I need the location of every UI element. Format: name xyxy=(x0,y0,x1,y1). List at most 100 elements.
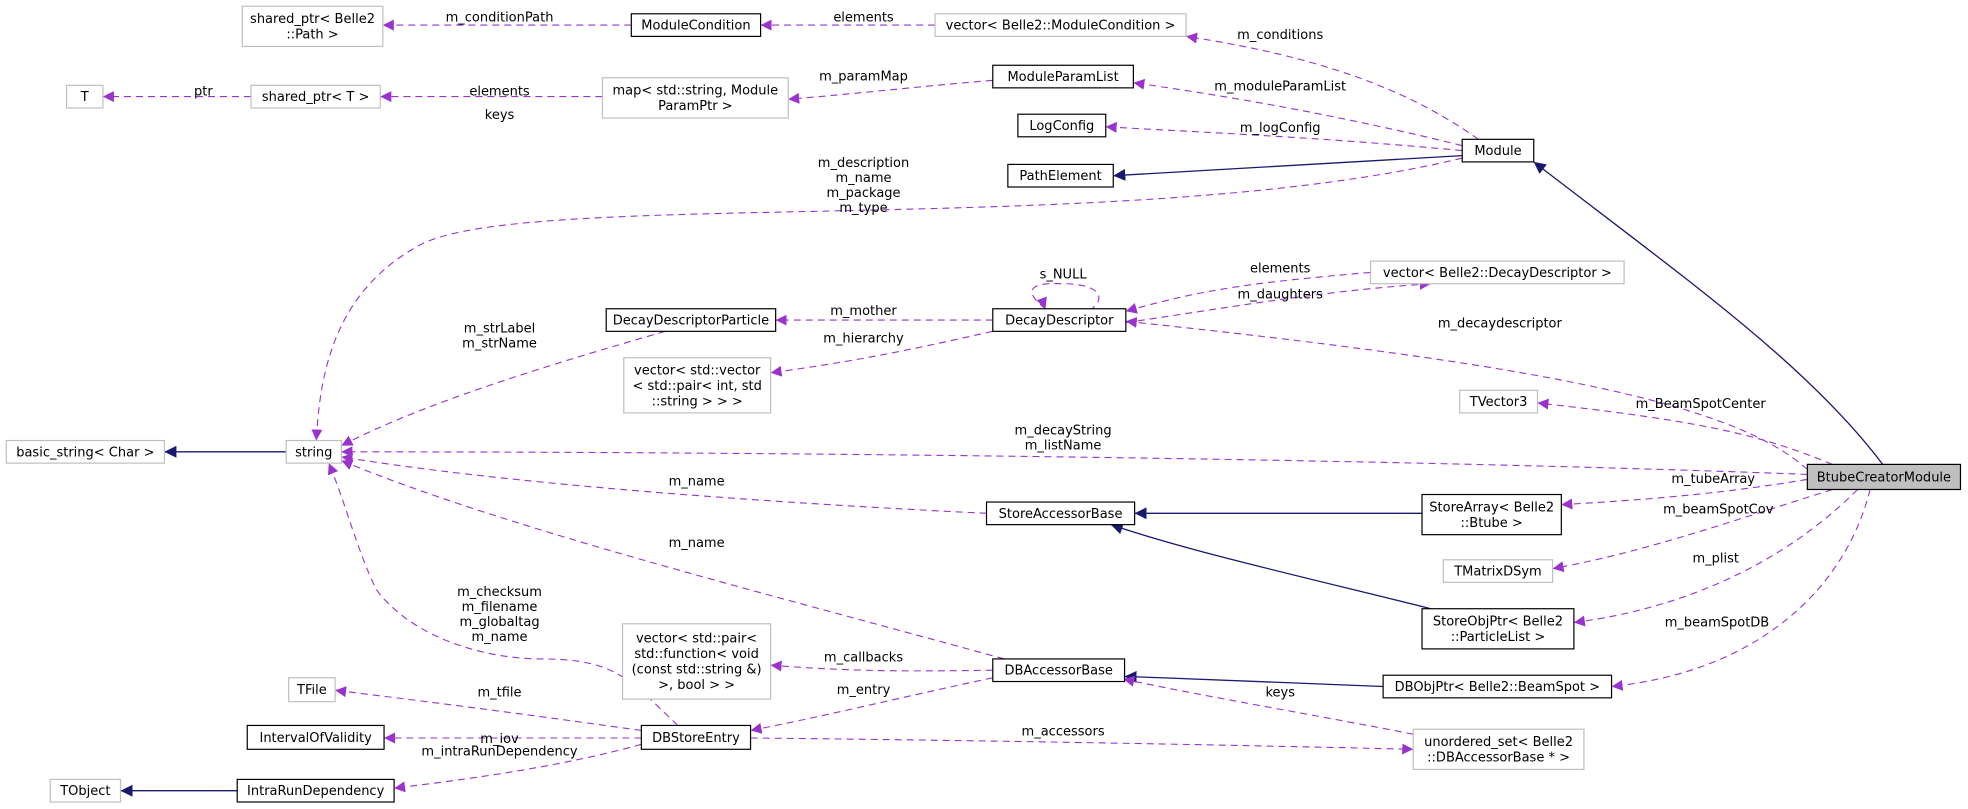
node-path-element[interactable]: PathElement xyxy=(1007,163,1114,188)
composition-edge xyxy=(770,330,993,377)
node-store-array-btube[interactable]: StoreArray< Belle2::Btube > xyxy=(1421,493,1562,536)
edge-label-line: elements xyxy=(469,84,530,99)
node-label: StoreArray< Belle2 xyxy=(1429,500,1554,515)
node-decay-descriptor-particle[interactable]: DecayDescriptorParticle xyxy=(605,308,777,332)
node-label: ::DBAccessorBase * > xyxy=(1427,751,1570,766)
node-tmatrixdsym[interactable]: TMatrixDSym xyxy=(1442,559,1554,583)
node-db-obj-ptr[interactable]: DBObjPtr< Belle2::BeamSpot > xyxy=(1382,674,1613,699)
node-box xyxy=(288,677,336,703)
edge-label-line: m_paramMap xyxy=(819,69,908,84)
composition-edge xyxy=(1611,489,1871,691)
edge-label-line: m_listName xyxy=(1025,438,1102,453)
node-shared-ptr-t[interactable]: shared_ptr< T > xyxy=(250,84,381,109)
node-tfile[interactable]: TFile xyxy=(288,677,336,703)
node-vector-callbacks[interactable]: vector< std::pair<std::function< void(co… xyxy=(621,623,772,700)
node-box xyxy=(1806,463,1962,491)
edge-label-m-tfile: m_tfile xyxy=(477,686,521,701)
edge-label-line: m_logConfig xyxy=(1240,121,1321,136)
edge-label-line: m_globaltag xyxy=(459,615,539,630)
node-label: shared_ptr< Belle2 xyxy=(250,12,375,27)
node-box xyxy=(621,623,772,700)
node-store-accessor-base[interactable]: StoreAccessorBase xyxy=(985,501,1136,526)
node-btube-creator-module[interactable]: BtubeCreatorModule xyxy=(1806,463,1962,491)
edge-label-line: m_strName xyxy=(462,337,537,352)
node-label: StoreAccessorBase xyxy=(999,507,1123,522)
composition-edge xyxy=(1561,478,1808,510)
edge-label-m-name-sab: m_name xyxy=(669,475,725,490)
edge-label-m-iov: m_iov xyxy=(480,732,519,747)
node-label: vector< std::pair< xyxy=(636,632,757,647)
edge-label-ptr: ptr xyxy=(194,84,213,99)
edge-label-line: m_strLabel xyxy=(464,322,535,337)
node-label: unordered_set< Belle2 xyxy=(1424,735,1573,750)
node-label: DecayDescriptorParticle xyxy=(613,314,769,329)
composition-edge xyxy=(1125,278,1431,324)
node-tvector3[interactable]: TVector3 xyxy=(1459,389,1539,414)
node-label: BtubeCreatorModule xyxy=(1817,470,1951,485)
node-basic-string[interactable]: basic_string< Char > xyxy=(5,439,166,464)
node-shared-ptr-path[interactable]: shared_ptr< Belle2::Path > xyxy=(241,5,384,48)
node-label: shared_ptr< T > xyxy=(262,90,369,105)
composition-edge xyxy=(770,660,993,672)
edge-label-elements-cond: elements xyxy=(833,10,894,25)
node-module-param-list[interactable]: ModuleParamList xyxy=(992,64,1134,89)
node-vector-decay-descriptor[interactable]: vector< Belle2::DecayDescriptor > xyxy=(1369,260,1625,285)
node-tobject[interactable]: TObject xyxy=(49,778,122,803)
node-vector-module-condition[interactable]: vector< Belle2::ModuleCondition > xyxy=(934,13,1187,37)
inheritance-edge xyxy=(1110,522,1431,610)
edge-label-m-beamspotcenter: m_BeamSpotCenter xyxy=(1636,397,1767,412)
node-interval-of-validity[interactable]: IntervalOfValidity xyxy=(246,724,385,750)
inheritance-edge xyxy=(1124,670,1384,688)
edge-label-s-null: s_NULL xyxy=(1040,268,1088,283)
node-label: (const std::string &) xyxy=(632,663,762,678)
edge-label-line: m_checksum xyxy=(457,585,542,600)
node-string[interactable]: string xyxy=(285,439,342,464)
composition-edge xyxy=(788,79,993,104)
node-vector-hierarchy[interactable]: vector< std::vector< std::pair< int, std… xyxy=(623,357,772,414)
node-db-store-entry[interactable]: DBStoreEntry xyxy=(640,724,752,750)
node-label: vector< std::vector xyxy=(634,363,761,378)
node-decay-descriptor[interactable]: DecayDescriptor xyxy=(992,308,1127,332)
node-module-condition[interactable]: ModuleCondition xyxy=(630,13,762,37)
edge-label-keys-map: keys xyxy=(485,108,515,123)
node-box xyxy=(1461,138,1535,163)
node-label: ::Btube > xyxy=(1461,516,1523,531)
edge-label-line: m_hierarchy xyxy=(823,332,904,347)
node-t[interactable]: T xyxy=(65,84,104,109)
node-unordered-set[interactable]: unordered_set< Belle2::DBAccessorBase * … xyxy=(1412,728,1585,770)
edge-label-m-entry: m_entry xyxy=(837,683,891,698)
composition-edge xyxy=(1125,271,1371,314)
edge-label-line: ptr xyxy=(194,84,213,99)
node-intra-run-dependency[interactable]: IntraRunDependency xyxy=(236,778,395,803)
node-label: map< std::string, Module xyxy=(612,84,778,99)
node-box xyxy=(1442,559,1554,583)
node-box xyxy=(992,658,1126,683)
node-store-obj-ptr[interactable]: StoreObjPtr< Belle2::ParticleList > xyxy=(1421,608,1575,650)
composition-edge xyxy=(341,330,666,447)
node-label: ::Path > xyxy=(286,28,338,43)
edge-label-line: m_beamSpotCov xyxy=(1663,502,1774,517)
composition-edge xyxy=(1537,398,1833,465)
node-label: >, bool > > xyxy=(658,678,735,693)
node-label: ModuleParamList xyxy=(1007,70,1118,85)
edge-label-line: m_plist xyxy=(1692,551,1739,566)
node-log-config[interactable]: LogConfig xyxy=(1017,113,1107,138)
node-box xyxy=(992,308,1127,332)
node-label: string xyxy=(295,445,332,460)
inheritance-edge xyxy=(1533,161,1884,465)
edge-label-line: m_conditions xyxy=(1237,28,1323,43)
node-box xyxy=(65,84,104,109)
edge-label-line: m_tubeArray xyxy=(1671,472,1755,487)
node-module[interactable]: Module xyxy=(1461,138,1535,163)
node-box xyxy=(1369,260,1625,285)
edge-label-m-name-dab: m_name xyxy=(669,536,725,551)
edge-label-line: s_NULL xyxy=(1040,268,1088,283)
node-box xyxy=(236,778,395,803)
node-label: IntervalOfValidity xyxy=(259,731,372,746)
node-db-accessor-base[interactable]: DBAccessorBase xyxy=(992,658,1126,683)
edge-label-elements-map: elements xyxy=(469,84,530,99)
